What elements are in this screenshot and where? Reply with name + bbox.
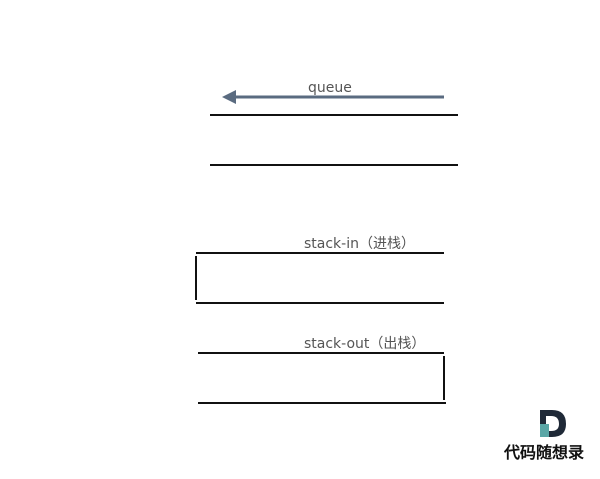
stack-out-label: stack-out（出栈） [304, 336, 425, 352]
queue-arrow-head [222, 90, 236, 104]
brand-logo: 代码随想录 [503, 410, 584, 462]
queue-group: queue [210, 80, 458, 166]
stack-in-label: stack-in（进栈） [304, 236, 415, 252]
queue-label: queue [308, 80, 352, 96]
stack-out-group: stack-out（出栈） [198, 336, 446, 404]
brand-d-icon [540, 410, 566, 437]
brand-name: 代码随想录 [503, 443, 584, 462]
stack-in-group: stack-in（进栈） [195, 236, 444, 304]
queue-direction-arrow [222, 90, 444, 104]
